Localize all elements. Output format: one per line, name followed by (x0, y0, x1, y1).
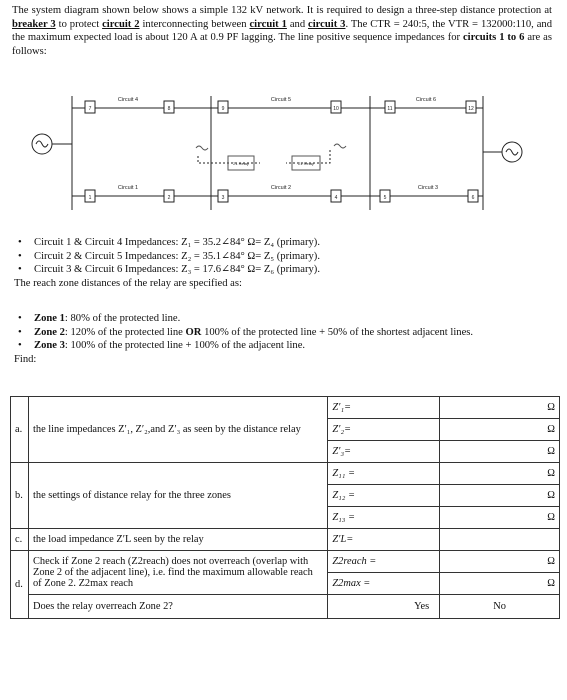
row-c-text: the load impedance Z′L seen by the relay (27, 528, 329, 551)
breaker-1-label: 1 (89, 195, 92, 201)
no-option[interactable]: No (439, 594, 560, 619)
circuit-5-label: Circuit 5 (271, 97, 291, 103)
breaker-12-label: 12 (468, 106, 474, 112)
zone2-unit[interactable]: Ω (439, 484, 560, 507)
breaker-11-label: 11 (387, 106, 392, 112)
intro-circuit-3: circuit 3 (308, 18, 346, 30)
intro-text-1: The system diagram shown below shows a s… (12, 5, 552, 16)
circuit-6-label: Circuit 6 (416, 97, 436, 103)
intro-text-5: . The CTR = 240:5, the VTR = 132000:110,… (12, 18, 553, 44)
z2reach: Z2reach = (328, 551, 440, 573)
answer-table: a. the line impedances Z′₁, Z′₂,and Z′₃ … (10, 396, 560, 619)
relay-21-right: 21 Relay (298, 161, 314, 166)
circuit-3-label: Circuit 3 (418, 185, 438, 191)
zone1-setting: Z₁₁ = (327, 462, 441, 485)
reach-intro: The reach zone distances of the relay ar… (14, 277, 242, 289)
zone-list: Zone 1: 80% of the protected line. Zone … (14, 312, 554, 366)
row-b-label: b. (10, 462, 29, 529)
relay-21-left: 21 Relay (233, 161, 249, 166)
z3-prime: Z′₃= (327, 440, 441, 463)
breaker-5-label: 5 (384, 195, 387, 201)
z2max: Z2max = (332, 578, 371, 589)
zone3-setting: Z₁₃ = (327, 506, 441, 529)
breaker-6-label: 6 (472, 195, 475, 201)
row-c-label: c. (10, 528, 29, 551)
breaker-9-label: 9 (222, 106, 225, 112)
zone-3: Zone 3: 100% of the protected line + 100… (14, 339, 554, 353)
breaker-10-label: 10 (333, 106, 339, 112)
find-label: Find: (14, 353, 37, 365)
problem-intro: The system diagram shown below shows a s… (12, 4, 552, 58)
z1-prime: Z′₁= (327, 396, 441, 419)
breaker-3-label: 3 (222, 195, 225, 201)
system-diagram: 7 8 9 10 11 12 1 2 3 4 5 6 Circuit 4 Cir… (31, 96, 523, 210)
breaker-7-label: 7 (89, 106, 92, 112)
z2-prime: Z′₂= (327, 418, 441, 441)
circuit-1-label: Circuit 1 (118, 185, 138, 191)
intro-circuit-1: circuit 1 (249, 18, 287, 30)
intro-breaker: breaker 3 (12, 18, 56, 30)
circuit-2-label: Circuit 2 (271, 185, 291, 191)
breaker-4-label: 4 (335, 195, 338, 201)
intro-text-4: and (286, 18, 309, 30)
zl-prime: Z′L= (327, 528, 441, 551)
row-a-label: a. (10, 396, 29, 463)
zone3-unit[interactable]: Ω (439, 506, 560, 529)
intro-text-6: are as follows: (12, 32, 552, 57)
intro-text-2: to protect (55, 18, 103, 30)
z2reach-unit[interactable]: Ω (440, 551, 559, 573)
z2max-unit[interactable]: Ω (547, 578, 555, 589)
impedance-2: Circuit 2 & Circuit 5 Impedances: Z₂ = 3… (14, 250, 554, 264)
impedance-3: Circuit 3 & Circuit 6 Impedances: Z₃ = 1… (14, 263, 554, 277)
intro-text-3: interconnecting between (139, 18, 250, 30)
impedance-1: Circuit 1 & Circuit 4 Impedances: Z₁ = 3… (14, 236, 554, 250)
z1-unit[interactable]: Ω (439, 396, 560, 419)
row-d-label: d. (10, 550, 29, 619)
intro-circuit-2: circuit 2 (102, 18, 140, 30)
row-d-text-1: Check if Zone 2 reach (Z2reach) does not… (27, 550, 329, 595)
zone2-setting: Z₁₂ = (327, 484, 441, 507)
zone1-unit[interactable]: Ω (439, 462, 560, 485)
row-b-text: the settings of distance relay for the t… (27, 462, 329, 529)
z3-unit[interactable]: Ω (439, 440, 560, 463)
zone-2: Zone 2: 120% of the protected line OR 10… (14, 326, 554, 340)
intro-circuits: circuits 1 to 6 (462, 32, 525, 44)
z2-unit[interactable]: Ω (439, 418, 560, 441)
yes-option[interactable]: Yes (327, 594, 441, 619)
row-a-text: the line impedances Z′₁, Z′₂,and Z′₃ as … (27, 396, 329, 463)
breaker-8-label: 8 (168, 106, 171, 112)
impedance-list: Circuit 1 & Circuit 4 Impedances: Z₁ = 3… (14, 236, 554, 290)
breaker-2-label: 2 (168, 195, 171, 201)
row-d-text-2: Does the relay overreach Zone 2? (27, 594, 329, 619)
zl-answer[interactable] (439, 528, 560, 551)
zone-1: Zone 1: 80% of the protected line. (14, 312, 554, 326)
circuit-4-label: Circuit 4 (118, 97, 138, 103)
